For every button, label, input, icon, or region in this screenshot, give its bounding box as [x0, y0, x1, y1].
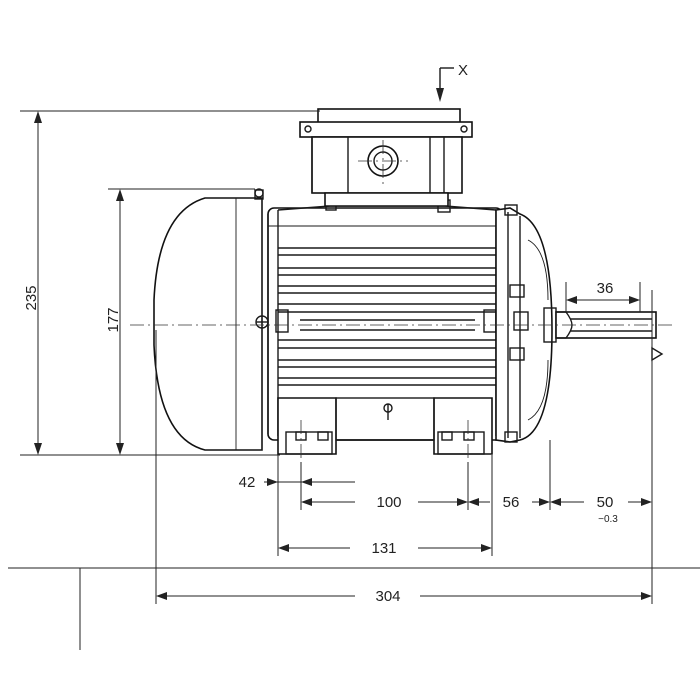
terminal-box [299, 108, 473, 207]
drive-end-shield [495, 204, 557, 443]
fan-cover [153, 197, 263, 451]
flange-to-foot-label: 56 [503, 494, 520, 511]
dimension-labels: X 235 177 36 42 100 56 50 −0.3 131 304 [23, 62, 618, 605]
centre-lines [130, 140, 675, 462]
motor-feet [277, 397, 493, 455]
motor-assembly [153, 108, 657, 455]
shaft-key-length-label: 36 [597, 280, 614, 297]
foot-hole-spacing-label: 100 [376, 494, 401, 511]
centre-height-label: 177 [105, 307, 122, 332]
overall-height-label: 235 [23, 285, 40, 310]
dimension-lines [8, 67, 700, 650]
foot-width-label: 131 [371, 540, 396, 557]
shaft-length-label: 50 [597, 494, 614, 511]
foot-offset-label: 42 [239, 474, 256, 491]
cooling-fins [278, 247, 496, 386]
shaft-tolerance-label: −0.3 [598, 514, 618, 525]
view-marker-label: X [458, 62, 468, 79]
overall-length-label: 304 [375, 588, 400, 605]
